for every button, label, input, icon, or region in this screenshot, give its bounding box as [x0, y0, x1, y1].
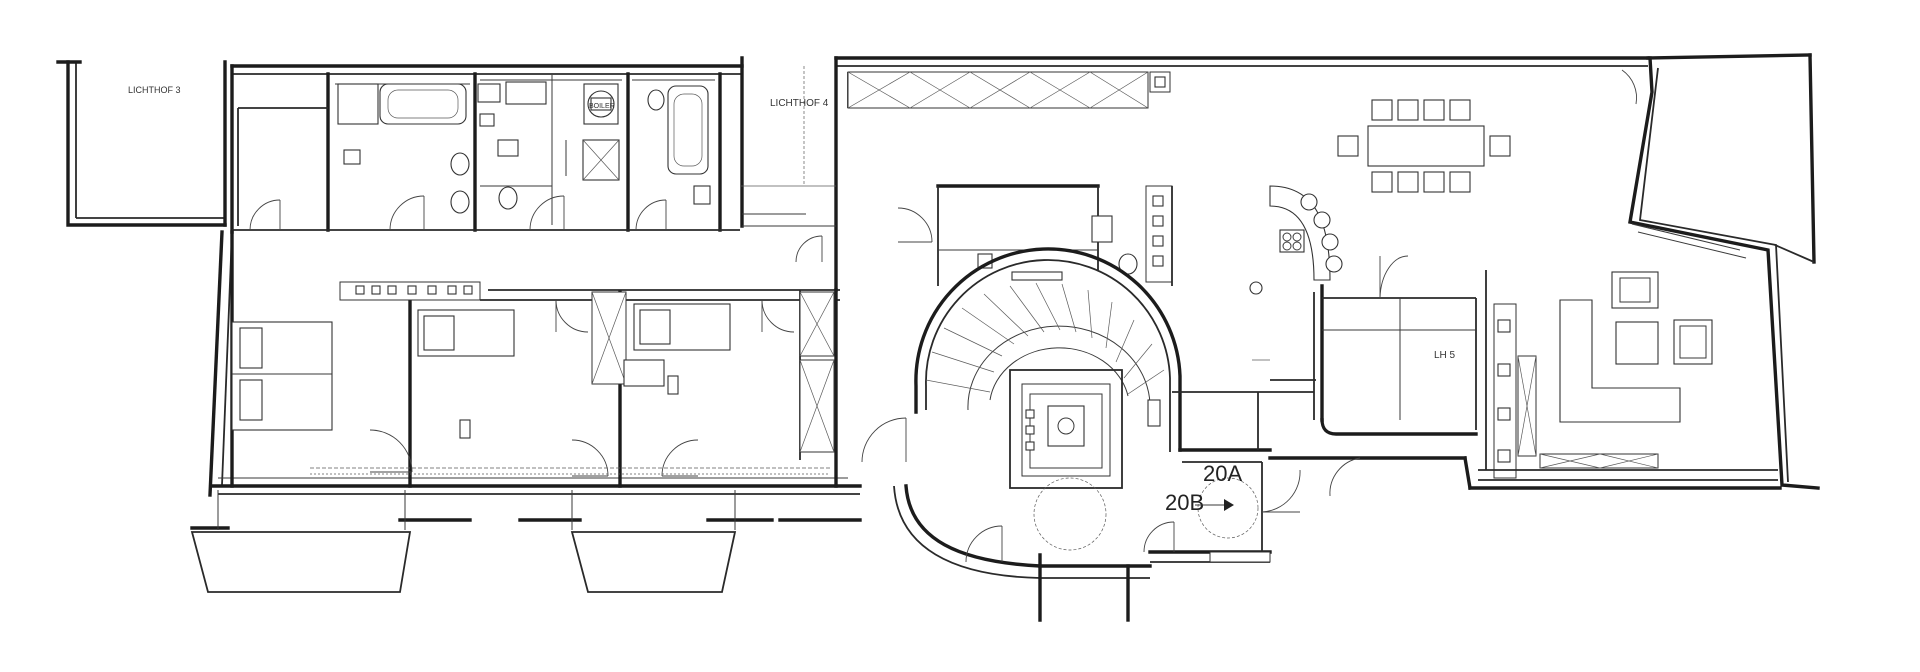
unit-20a-label: 20A	[1203, 461, 1242, 486]
unit-20b-label: 20B	[1165, 490, 1204, 515]
arrow-icon	[1195, 499, 1234, 511]
boiler-label: BOILER	[589, 103, 615, 110]
lh5-label: LH 5	[1434, 350, 1456, 361]
spiral-staircase	[914, 247, 1182, 489]
dimension-lines	[310, 66, 1270, 475]
living-zone	[1172, 69, 1778, 479]
lichthof-4-area	[740, 56, 1171, 292]
lobby-zone	[893, 448, 1361, 622]
balconies	[190, 490, 862, 593]
bedrooms-zone	[230, 230, 840, 488]
kitchen-zone	[936, 184, 1173, 286]
lichthof-3-label: LICHTHOF 3	[128, 85, 181, 95]
bathrooms-zone	[232, 72, 740, 232]
door-swings	[249, 195, 1175, 563]
outer-walls	[208, 53, 1820, 497]
lichthof-4-label: LICHTHOF 4	[770, 98, 829, 109]
lichthof-3-area	[56, 60, 227, 227]
